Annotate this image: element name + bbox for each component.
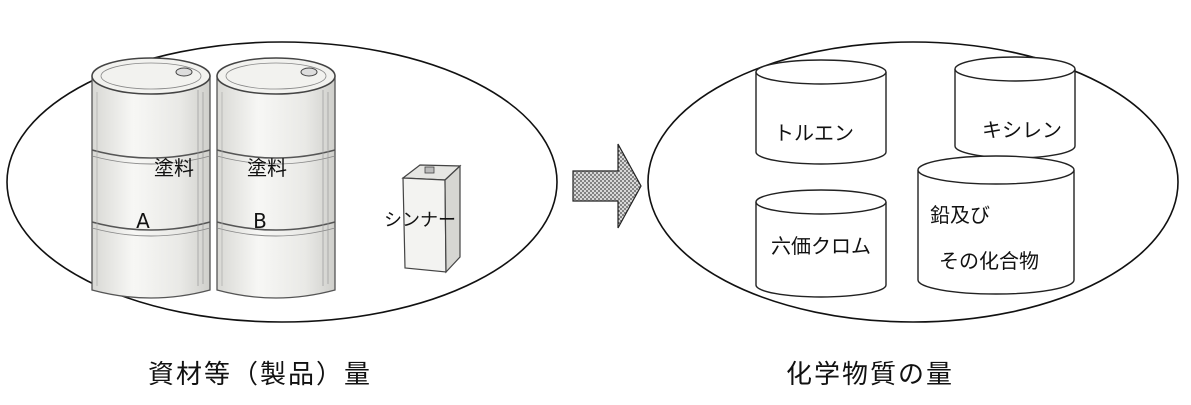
lead-cylinder [917, 155, 1075, 295]
xylene-cylinder [954, 56, 1076, 159]
lead-label-line2: その化合物 [939, 249, 1039, 273]
chemicals-caption: 化学物質の量 [786, 360, 955, 390]
lead-label-line1: 鉛及び [930, 203, 990, 227]
drum-a-label-line2: A [136, 209, 150, 233]
right-arrow-icon [572, 143, 642, 229]
drum-b-label-line2: B [253, 209, 267, 233]
drum-a-icon [91, 57, 211, 299]
toluene-cylinder [755, 59, 887, 165]
materials-ellipse [6, 41, 558, 323]
thinner-label: シンナー [384, 210, 456, 231]
drum-b-label-line1: 塗料 [247, 156, 287, 180]
chemicals-ellipse [647, 41, 1179, 323]
chromium-label: 六価クロム [771, 234, 871, 258]
drum-a-label-line1: 塗料 [154, 156, 194, 180]
xylene-label: キシレン [982, 118, 1062, 142]
chromium-cylinder [755, 189, 887, 298]
thinner-can-icon [401, 164, 462, 274]
materials-caption: 資材等（製品）量 [148, 360, 373, 390]
toluene-label: トルエン [774, 121, 854, 145]
drum-b-icon [216, 57, 336, 299]
